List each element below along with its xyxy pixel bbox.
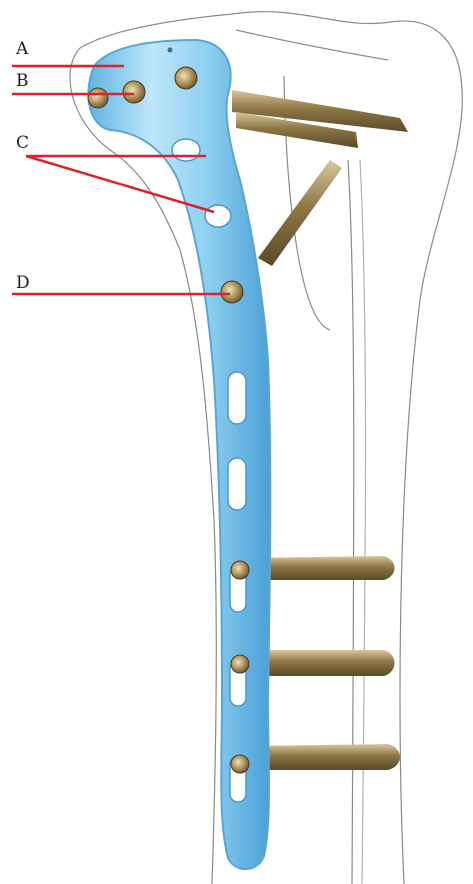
plate-mark xyxy=(168,48,173,53)
bone-plate xyxy=(88,40,270,869)
label-a: A xyxy=(15,39,29,59)
proximal-screws xyxy=(232,90,408,266)
label-b: B xyxy=(16,71,29,91)
label-c: C xyxy=(16,133,29,153)
label-d: D xyxy=(16,273,30,293)
distal-screws xyxy=(250,556,400,770)
